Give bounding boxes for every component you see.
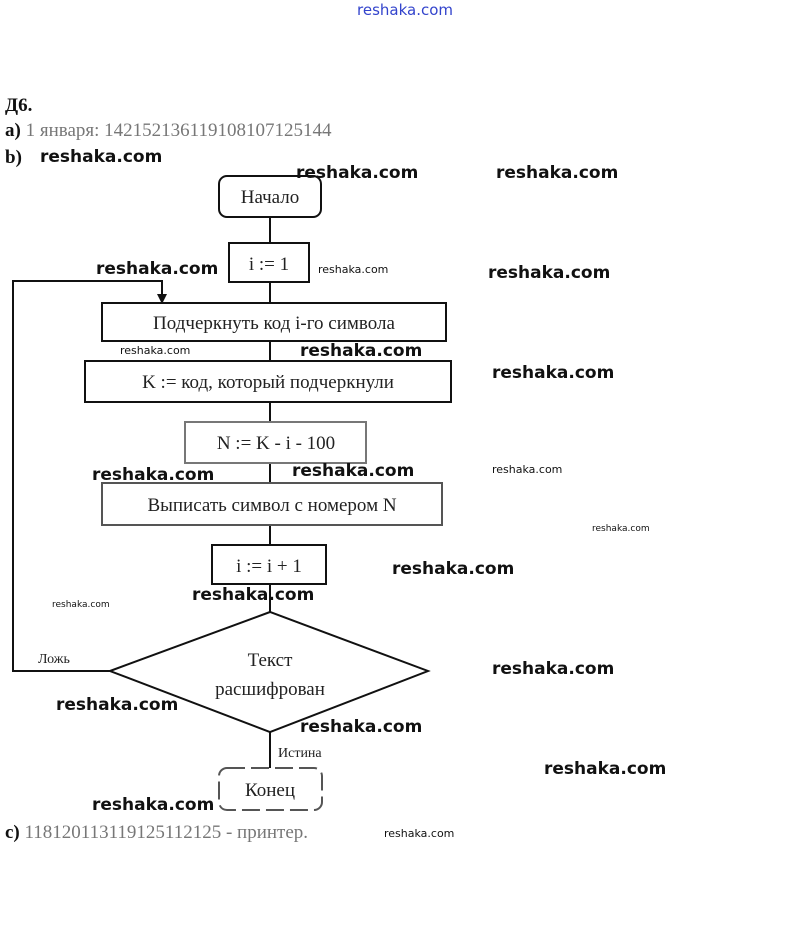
condition-text-1: Текст bbox=[248, 650, 294, 671]
watermark: reshaka.com bbox=[300, 341, 423, 361]
output-block bbox=[101, 482, 443, 526]
answer-c: c) 118120113119125112125 - принтер. bbox=[5, 822, 308, 844]
false-label: Ложь bbox=[38, 652, 70, 667]
watermark: reshaka.com bbox=[96, 259, 219, 279]
assign-n-block bbox=[184, 421, 367, 464]
start-block bbox=[218, 175, 322, 218]
loop-back-arrow bbox=[12, 280, 163, 672]
init-block bbox=[228, 242, 310, 283]
site-header-link[interactable]: reshaka.com bbox=[357, 1, 453, 19]
condition-text-2: расшифрован bbox=[215, 679, 325, 700]
watermark: reshaka.com bbox=[296, 163, 419, 183]
answer-c-text: 118120113119125112125 - принтер. bbox=[24, 822, 309, 843]
output-text: Выписать символ с номером N bbox=[147, 495, 396, 516]
watermark: reshaka.com bbox=[488, 263, 611, 283]
answer-a: a) 1 января: 142152136119108107125144 bbox=[5, 120, 331, 142]
increment-text: i := i + 1 bbox=[236, 556, 302, 577]
watermark: reshaka.com bbox=[40, 147, 163, 167]
watermark: reshaka.com bbox=[496, 163, 619, 183]
true-label: Истина bbox=[278, 746, 322, 761]
watermark: reshaka.com bbox=[592, 524, 650, 534]
watermark: reshaka.com bbox=[92, 795, 215, 815]
arrow-head-icon bbox=[157, 294, 167, 304]
underline-block bbox=[101, 302, 447, 342]
increment-block bbox=[211, 544, 327, 585]
watermark: reshaka.com bbox=[192, 585, 315, 605]
assign-n-text: N := K - i - 100 bbox=[217, 433, 335, 454]
watermark: reshaka.com bbox=[292, 461, 415, 481]
task-title: Д6. bbox=[5, 95, 33, 116]
watermark: reshaka.com bbox=[56, 695, 179, 715]
end-block bbox=[218, 767, 323, 811]
watermark: reshaka.com bbox=[92, 465, 215, 485]
answer-c-label: c) bbox=[5, 822, 20, 843]
watermark: reshaka.com bbox=[492, 363, 615, 383]
answer-b-label: b) bbox=[5, 147, 22, 168]
watermark: reshaka.com bbox=[120, 344, 191, 357]
watermark: reshaka.com bbox=[544, 759, 667, 779]
watermark: reshaka.com bbox=[492, 463, 563, 476]
end-text: Конец bbox=[245, 780, 295, 801]
condition-diamond bbox=[107, 610, 431, 734]
start-text: Начало bbox=[241, 187, 300, 208]
watermark: reshaka.com bbox=[300, 717, 423, 737]
watermark: reshaka.com bbox=[384, 827, 455, 840]
answer-a-label: a) bbox=[5, 120, 21, 141]
underline-text: Подчеркнуть код i-го символа bbox=[153, 313, 395, 334]
watermark: reshaka.com bbox=[392, 559, 515, 579]
assign-k-block bbox=[84, 360, 452, 403]
answer-b: b) bbox=[5, 147, 22, 169]
watermark: reshaka.com bbox=[318, 263, 389, 276]
answer-a-text: 1 января: 142152136119108107125144 bbox=[25, 120, 332, 141]
watermark: reshaka.com bbox=[52, 600, 110, 610]
assign-k-text: K := код, который подчеркнули bbox=[142, 372, 394, 393]
init-text: i := 1 bbox=[249, 254, 289, 275]
watermark: reshaka.com bbox=[492, 659, 615, 679]
